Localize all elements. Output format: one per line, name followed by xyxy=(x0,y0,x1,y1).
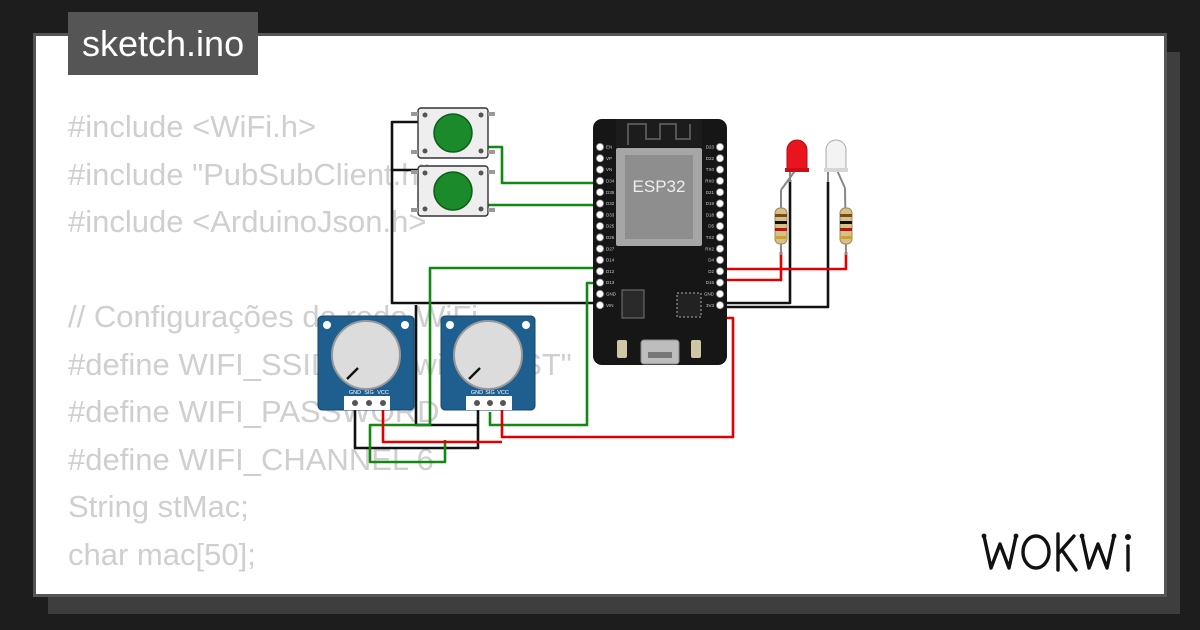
push-button[interactable] xyxy=(411,107,495,159)
wokwi-logo xyxy=(981,532,1131,572)
header-pin xyxy=(716,301,725,310)
pin-label: D35 xyxy=(606,190,615,195)
pin-label: D4 xyxy=(708,258,714,263)
code-preview: #include <WiFi.h> #include "PubSubClient… xyxy=(68,103,572,578)
pin-label: D15 xyxy=(706,280,715,285)
header-pin xyxy=(716,244,725,253)
power-wire xyxy=(381,410,502,444)
code-line: #include <WiFi.h> xyxy=(68,109,317,144)
pin-label: VP xyxy=(606,156,612,161)
pin-label: D12 xyxy=(606,269,615,274)
pin-label: D19 xyxy=(706,201,715,206)
pin-label: D5 xyxy=(708,224,714,229)
resistor xyxy=(774,190,788,255)
header-pin xyxy=(596,267,605,276)
power-wire xyxy=(500,316,735,439)
resistor xyxy=(839,187,853,256)
pin-label: GND xyxy=(606,292,617,297)
header-pin xyxy=(596,154,605,163)
header-pin xyxy=(596,244,605,253)
header-pin xyxy=(716,142,725,151)
header-pin xyxy=(596,199,605,208)
potentiometer[interactable]: GND SIG VCC xyxy=(440,315,536,411)
header-pin xyxy=(716,188,725,197)
pin-label: D13 xyxy=(606,280,615,285)
push-button[interactable] xyxy=(411,165,495,217)
header-pin xyxy=(716,255,725,264)
header-pin xyxy=(596,142,605,151)
header-pin xyxy=(716,233,725,242)
pin-label: TX0 xyxy=(706,167,715,172)
header-pin xyxy=(596,188,605,197)
header-pin xyxy=(716,210,725,219)
header-pin xyxy=(716,289,725,298)
led-wire xyxy=(718,252,848,271)
header-pin xyxy=(716,199,725,208)
header-pin xyxy=(716,154,725,163)
potentiometer[interactable]: GND SIG VCC xyxy=(317,315,415,411)
pin-label: TX2 xyxy=(706,235,715,240)
pin-label: D34 xyxy=(606,179,615,184)
header-pin xyxy=(716,267,725,276)
ground-wire xyxy=(718,182,830,309)
sketch-title-tab: sketch.ino xyxy=(68,12,259,75)
header-pin xyxy=(716,165,725,174)
pin-label: D25 xyxy=(606,224,615,229)
ground-wire xyxy=(390,120,600,305)
header-pin xyxy=(596,233,605,242)
pin-label: SIG xyxy=(485,390,494,396)
pin-label: GND xyxy=(471,390,483,396)
pin-label: EN xyxy=(606,145,612,150)
signal-wire xyxy=(488,145,600,185)
pin-label: VCC xyxy=(497,390,509,396)
pin-label: VCC xyxy=(377,390,389,396)
red-led xyxy=(780,139,809,191)
ground-wire xyxy=(718,180,792,305)
pin-label: 3V3 xyxy=(706,303,715,308)
code-line: #include <ArduinoJson.h> xyxy=(68,204,427,239)
header-pin xyxy=(716,176,725,185)
header-pin xyxy=(596,301,605,310)
pin-label: GND xyxy=(704,292,715,297)
header-pin xyxy=(596,289,605,298)
header-pin xyxy=(596,278,605,287)
ground-wire xyxy=(353,410,480,450)
signal-wire xyxy=(488,281,600,427)
header-pin xyxy=(716,278,725,287)
pin-label: D32 xyxy=(606,201,615,206)
white-led xyxy=(824,139,848,189)
pin-label: VIN xyxy=(606,303,614,308)
code-line: #include "PubSubClient.h" xyxy=(68,156,430,192)
pin-label: GND xyxy=(349,390,361,396)
pin-label: D21 xyxy=(706,190,715,195)
led-wire xyxy=(718,252,783,282)
code-line: String stMac; xyxy=(68,489,249,524)
header-pin xyxy=(596,176,605,185)
header-pin xyxy=(596,165,605,174)
pin-label: D22 xyxy=(706,156,715,161)
header-pin xyxy=(596,222,605,231)
code-line: char mac[50]; xyxy=(68,536,256,572)
pin-label: D23 xyxy=(706,145,715,150)
header-pin xyxy=(716,222,725,231)
pin-label: D27 xyxy=(606,246,615,251)
header-pin xyxy=(596,255,605,264)
signal-wire xyxy=(368,266,600,464)
pin-label: D14 xyxy=(606,258,615,263)
pin-label: RX0 xyxy=(705,179,714,184)
pin-label: RX2 xyxy=(705,246,714,251)
pin-label: VN xyxy=(606,167,612,172)
chip-label: ESP32 xyxy=(633,177,686,196)
pin-label: SIG xyxy=(364,390,373,396)
esp32-board: ESP32 ENVPVND34D35D32D33D25D26D27D14D12D… xyxy=(593,119,727,365)
pin-label: D2 xyxy=(708,269,714,274)
pin-label: D26 xyxy=(606,235,615,240)
pin-label: D33 xyxy=(606,212,615,217)
pin-label: D18 xyxy=(706,212,715,217)
wires xyxy=(353,120,848,464)
header-pin xyxy=(596,210,605,219)
